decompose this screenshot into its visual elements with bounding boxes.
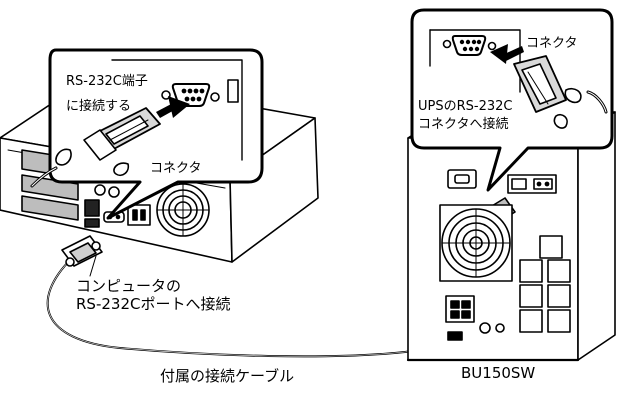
label-model: BU150SW (461, 364, 536, 382)
ups-outlets (519, 235, 571, 333)
label-pc-connector: コネクタ (150, 161, 202, 176)
label-ups-connector: コネクタ (526, 36, 578, 51)
leader-line-pc-port (89, 255, 97, 277)
label-ups-port-line1: UPSのRS-232C (418, 99, 513, 114)
label-computer-port-line1: コンピュータの (76, 277, 182, 295)
ups-db9-port-icon (442, 35, 497, 56)
pc-fan-grill (156, 183, 210, 237)
insert-arrow-icon-ups (490, 44, 524, 64)
ups-controls (445, 295, 505, 341)
ups-rear-ports (447, 169, 557, 194)
connector-plug-icon-pc (30, 107, 161, 188)
label-rs232c-terminal-line2: に接続する (66, 99, 132, 114)
label-computer-port-line2: RS-232Cポートへ接続 (76, 295, 231, 313)
connector-plug-icon-ups (513, 55, 608, 129)
callout-pc-connection (30, 48, 264, 220)
ups-fan-grill (439, 204, 513, 282)
label-rs232c-terminal-line1: RS-232C端子 (66, 74, 148, 89)
callout-ups-connection (410, 8, 614, 192)
db9-port-icon (161, 83, 220, 107)
cable-plug-pc-end (61, 235, 103, 267)
label-ups-port-line2: コネクタへ接続 (418, 117, 509, 132)
label-cable: 付属の接続ケーブル (160, 367, 295, 385)
insert-arrow-icon-pc (156, 96, 190, 118)
